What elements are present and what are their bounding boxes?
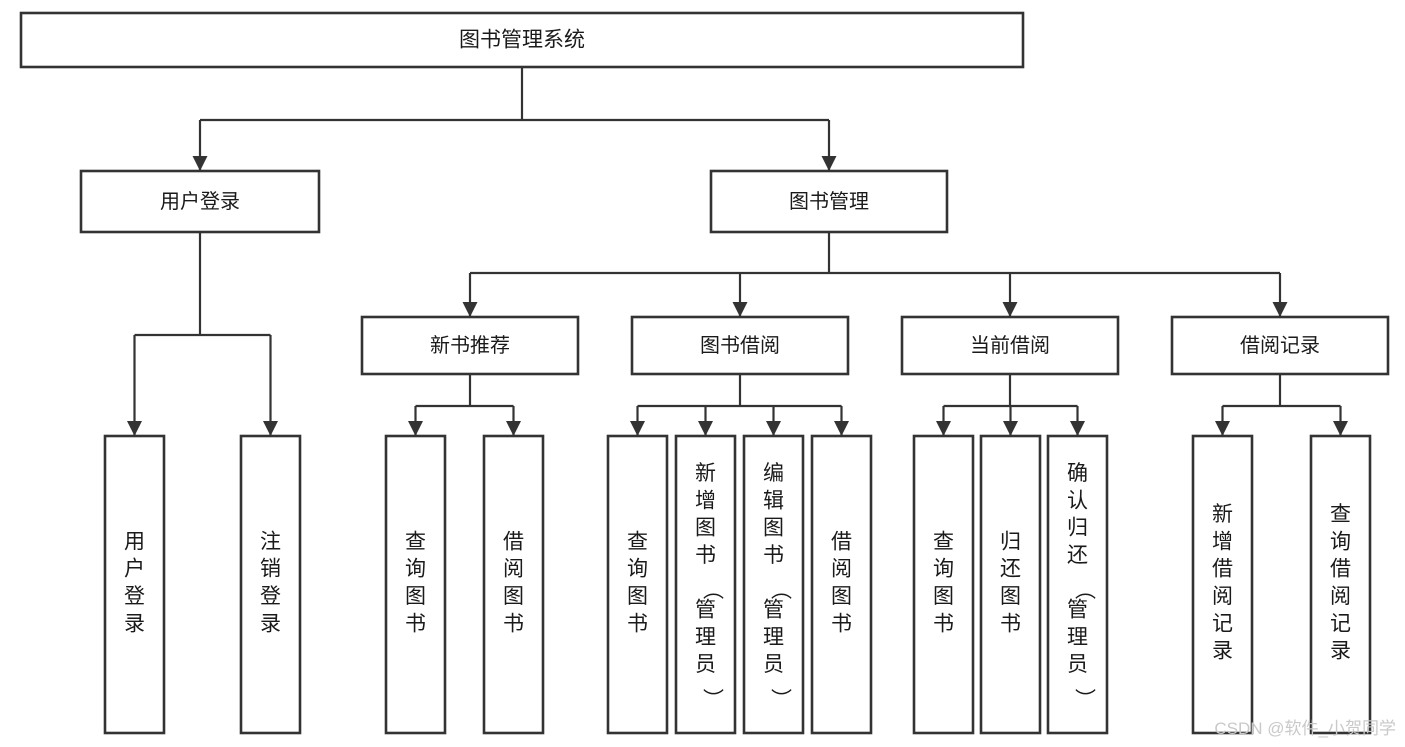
node-book-manage[interactable]: 图书管理	[709, 169, 949, 234]
svg-text:）: ）	[701, 688, 724, 709]
node-label-book-manage: 图书管理	[789, 190, 869, 213]
arrow-head-new-book-recommend	[462, 302, 478, 317]
node-leaf-confirm-return[interactable]: （ ） 确认归还管理员	[1046, 434, 1109, 735]
arrow-head-book-manage	[821, 156, 837, 171]
node-label-leaf-user-login: 用户登录	[124, 530, 145, 635]
node-label-leaf-edit-book: 编辑图书管理员	[763, 462, 784, 676]
arrow-head-leaf-add-borrow-record	[1215, 421, 1230, 436]
node-box-borrow-records[interactable]	[1170, 315, 1390, 376]
connector-layer	[127, 67, 1348, 436]
node-box-leaf-query-borrow-record[interactable]	[1309, 434, 1372, 735]
node-label-leaf-confirm-return: 确认归还管理员	[1067, 462, 1088, 676]
arrow-head-leaf-return-book	[1003, 421, 1018, 436]
node-label-user-login: 用户登录	[160, 190, 240, 213]
node-leaf-query-borrow-record[interactable]: 查询借阅记录	[1309, 434, 1372, 735]
node-leaf-edit-book[interactable]: （ ） 编辑图书管理员	[742, 434, 805, 735]
node-leaf-add-book[interactable]: （ ） 新增图书管理员	[674, 434, 737, 735]
arrow-head-leaf-logout	[263, 421, 278, 436]
svg-text:）: ）	[1073, 688, 1096, 709]
node-label-borrow-records: 借阅记录	[1240, 334, 1320, 357]
svg-text:（: （	[1073, 579, 1096, 600]
node-label-new-book-recommend: 新书推荐	[430, 334, 510, 357]
node-box-leaf-user-login[interactable]	[103, 434, 166, 735]
node-leaf-return-book[interactable]: 归还图书	[979, 434, 1042, 735]
edge-group-book-borrow	[630, 374, 849, 436]
node-label-leaf-return-book: 归还图书	[1000, 530, 1021, 635]
node-box-leaf-logout[interactable]	[239, 434, 302, 735]
node-leaf-query-book-recommend[interactable]: 查询图书	[384, 434, 447, 735]
node-box-current-borrow[interactable]	[900, 315, 1120, 376]
arrow-head-leaf-query-borrow-record	[1333, 421, 1348, 436]
svg-text:（: （	[769, 579, 792, 600]
node-box-book-manage[interactable]	[709, 169, 949, 234]
node-new-book-recommend[interactable]: 新书推荐	[360, 315, 580, 376]
node-box-leaf-query-book-current[interactable]	[912, 434, 975, 735]
node-label-current-borrow: 当前借阅	[970, 334, 1050, 357]
arrow-head-leaf-query-book-recommend	[408, 421, 423, 436]
arrow-head-leaf-query-book-current	[936, 421, 951, 436]
node-box-user-login[interactable]	[79, 169, 321, 234]
node-label-root: 图书管理系统	[459, 29, 585, 52]
node-leaf-borrow-book-recommend[interactable]: 借阅图书	[482, 434, 545, 735]
node-box-leaf-return-book[interactable]	[979, 434, 1042, 735]
node-box-leaf-add-book[interactable]	[674, 434, 737, 735]
node-leaf-query-book-borrow[interactable]: 查询图书	[606, 434, 669, 735]
node-box-leaf-confirm-return[interactable]	[1046, 434, 1109, 735]
node-book-borrow[interactable]: 图书借阅	[630, 315, 850, 376]
svg-text:（: （	[701, 579, 724, 600]
node-user-login[interactable]: 用户登录	[79, 169, 321, 234]
arrow-head-user-login	[192, 156, 208, 171]
node-leaf-logout[interactable]: 注销登录	[239, 434, 302, 735]
node-label-leaf-add-borrow-record: 新增借阅记录	[1212, 503, 1233, 663]
arrow-head-borrow-records	[1272, 302, 1288, 317]
node-label-leaf-query-book-recommend: 查询图书	[405, 530, 426, 635]
node-label-leaf-borrow-book-recommend: 借阅图书	[503, 530, 524, 635]
node-box-leaf-borrow-book[interactable]	[810, 434, 873, 735]
node-label-leaf-query-book-borrow: 查询图书	[627, 530, 648, 635]
edge-group-book-manage	[462, 232, 1288, 317]
node-box-book-borrow[interactable]	[630, 315, 850, 376]
edge-group-borrow-records	[1215, 374, 1348, 436]
node-label-leaf-query-borrow-record: 查询借阅记录	[1330, 503, 1351, 663]
node-current-borrow[interactable]: 当前借阅	[900, 315, 1120, 376]
arrow-head-leaf-query-book-borrow	[630, 421, 645, 436]
arrow-head-leaf-borrow-book	[834, 421, 849, 436]
node-label-leaf-borrow-book: 借阅图书	[831, 530, 852, 635]
arrow-head-leaf-add-book	[698, 421, 713, 436]
svg-text:）: ）	[769, 688, 792, 709]
node-box-new-book-recommend[interactable]	[360, 315, 580, 376]
edge-group-user-login	[127, 232, 278, 436]
node-leaf-query-book-current[interactable]: 查询图书	[912, 434, 975, 735]
arrow-head-current-borrow	[1002, 302, 1018, 317]
edge-group-new-book-recommend	[408, 374, 521, 436]
arrow-head-book-borrow	[732, 302, 748, 317]
node-root[interactable]: 图书管理系统	[19, 11, 1025, 69]
node-box-leaf-borrow-book-recommend[interactable]	[482, 434, 545, 735]
node-box-leaf-add-borrow-record[interactable]	[1191, 434, 1254, 735]
node-box-leaf-query-book-borrow[interactable]	[606, 434, 669, 735]
csdn-watermark: CSDN @软件_小贺同学	[1214, 719, 1396, 738]
edge-group-root	[192, 67, 837, 171]
arrow-head-leaf-user-login	[127, 421, 142, 436]
node-label-leaf-query-book-current: 查询图书	[933, 530, 954, 635]
arrow-head-leaf-confirm-return	[1070, 421, 1085, 436]
node-layer: 图书管理系统用户登录图书管理新书推荐图书借阅当前借阅借阅记录用户登录注销登录查询…	[19, 11, 1390, 735]
node-leaf-borrow-book[interactable]: 借阅图书	[810, 434, 873, 735]
node-borrow-records[interactable]: 借阅记录	[1170, 315, 1390, 376]
node-box-leaf-query-book-recommend[interactable]	[384, 434, 447, 735]
node-label-leaf-logout: 注销登录	[260, 530, 281, 635]
node-box-root[interactable]	[19, 11, 1025, 69]
node-leaf-user-login[interactable]: 用户登录	[103, 434, 166, 735]
edge-group-current-borrow	[936, 374, 1085, 436]
node-leaf-add-borrow-record[interactable]: 新增借阅记录	[1191, 434, 1254, 735]
node-box-leaf-edit-book[interactable]	[742, 434, 805, 735]
node-label-leaf-add-book: 新增图书管理员	[695, 462, 716, 676]
arrow-head-leaf-borrow-book-recommend	[506, 421, 521, 436]
node-label-book-borrow: 图书借阅	[700, 334, 780, 357]
arrow-head-leaf-edit-book	[766, 421, 781, 436]
